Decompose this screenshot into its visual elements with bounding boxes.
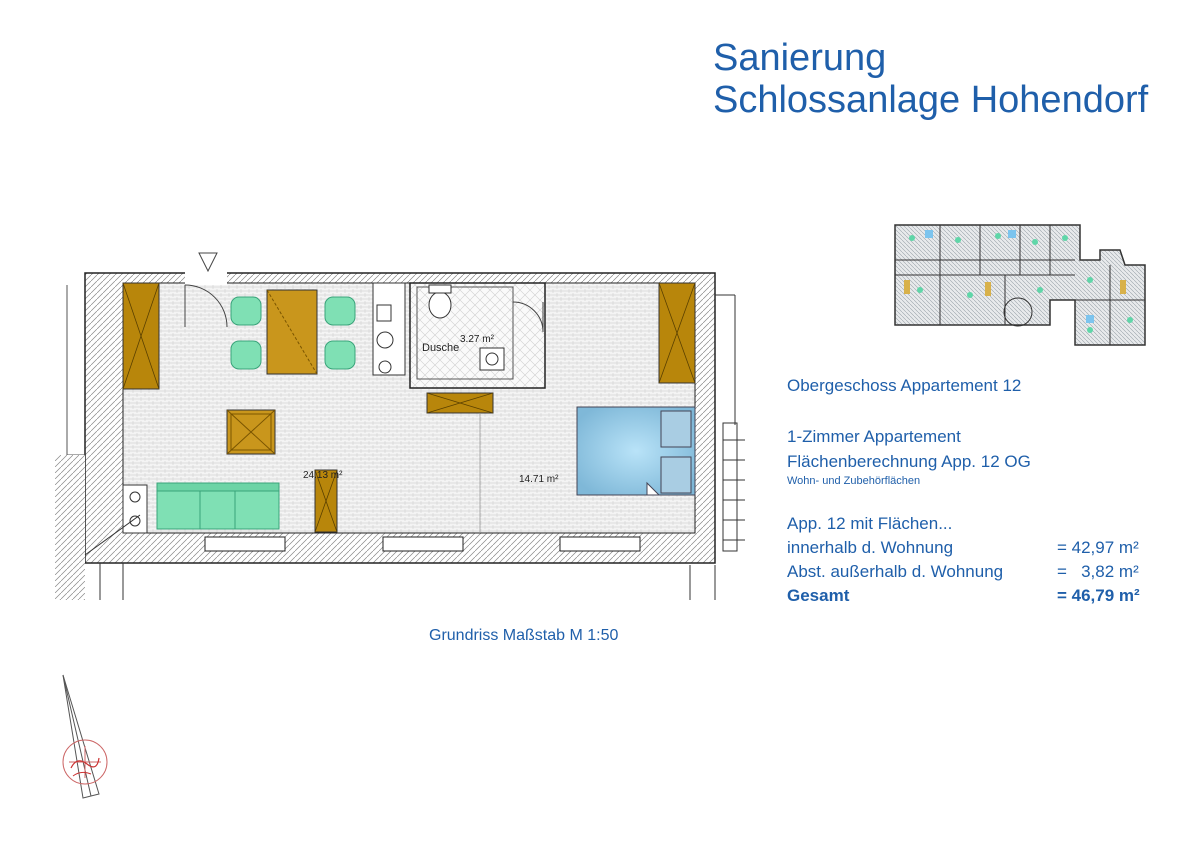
area-calculation-label: Flächenberechnung App. 12 OG <box>787 452 1031 471</box>
area-row-inside: innerhalb d. Wohnung = 42,97 m² <box>787 538 1167 560</box>
bed-area-label: 14.71 m² <box>519 474 559 485</box>
area-row-value: = 46,79 m² <box>1057 586 1140 605</box>
shower-label: Dusche <box>422 342 459 354</box>
area-row-label: innerhalb d. Wohnung <box>787 538 954 557</box>
floor-apartment-label: Obergeschoss Appartement 12 <box>787 376 1022 395</box>
area-row-value: = 3,82 m² <box>1057 562 1139 581</box>
shower-area-label: 3.27 m² <box>460 334 495 345</box>
title-line-2: Schlossanlage Hohendorf <box>713 79 1149 121</box>
area-row-label: Abst. außerhalb d. Wohnung <box>787 562 1004 581</box>
title-line-1: Sanierung <box>713 37 887 79</box>
area-row-value: = 42,97 m² <box>1057 538 1139 557</box>
apartment-type-label: 1-Zimmer Appartement <box>787 427 961 446</box>
area-row-label: Gesamt <box>787 586 850 605</box>
area-row-total: Gesamt = 46,79 m² <box>787 586 1167 608</box>
plan-caption: Grundriss Maßstab M 1:50 <box>429 627 619 644</box>
area-intro-label: App. 12 mit Flächen... <box>787 514 953 533</box>
area-row-outside: Abst. außerhalb d. Wohnung = 3,82 m² <box>787 562 1167 584</box>
living-area-label: 24.13 m² <box>303 470 343 481</box>
area-subtitle-label: Wohn- und Zubehörflächen <box>787 475 921 487</box>
building-key-plan <box>894 224 1146 346</box>
floor-plan: Dusche 3.27 m² 24.13 m² 14.71 m² <box>55 252 745 600</box>
north-arrow-icon <box>62 674 108 799</box>
